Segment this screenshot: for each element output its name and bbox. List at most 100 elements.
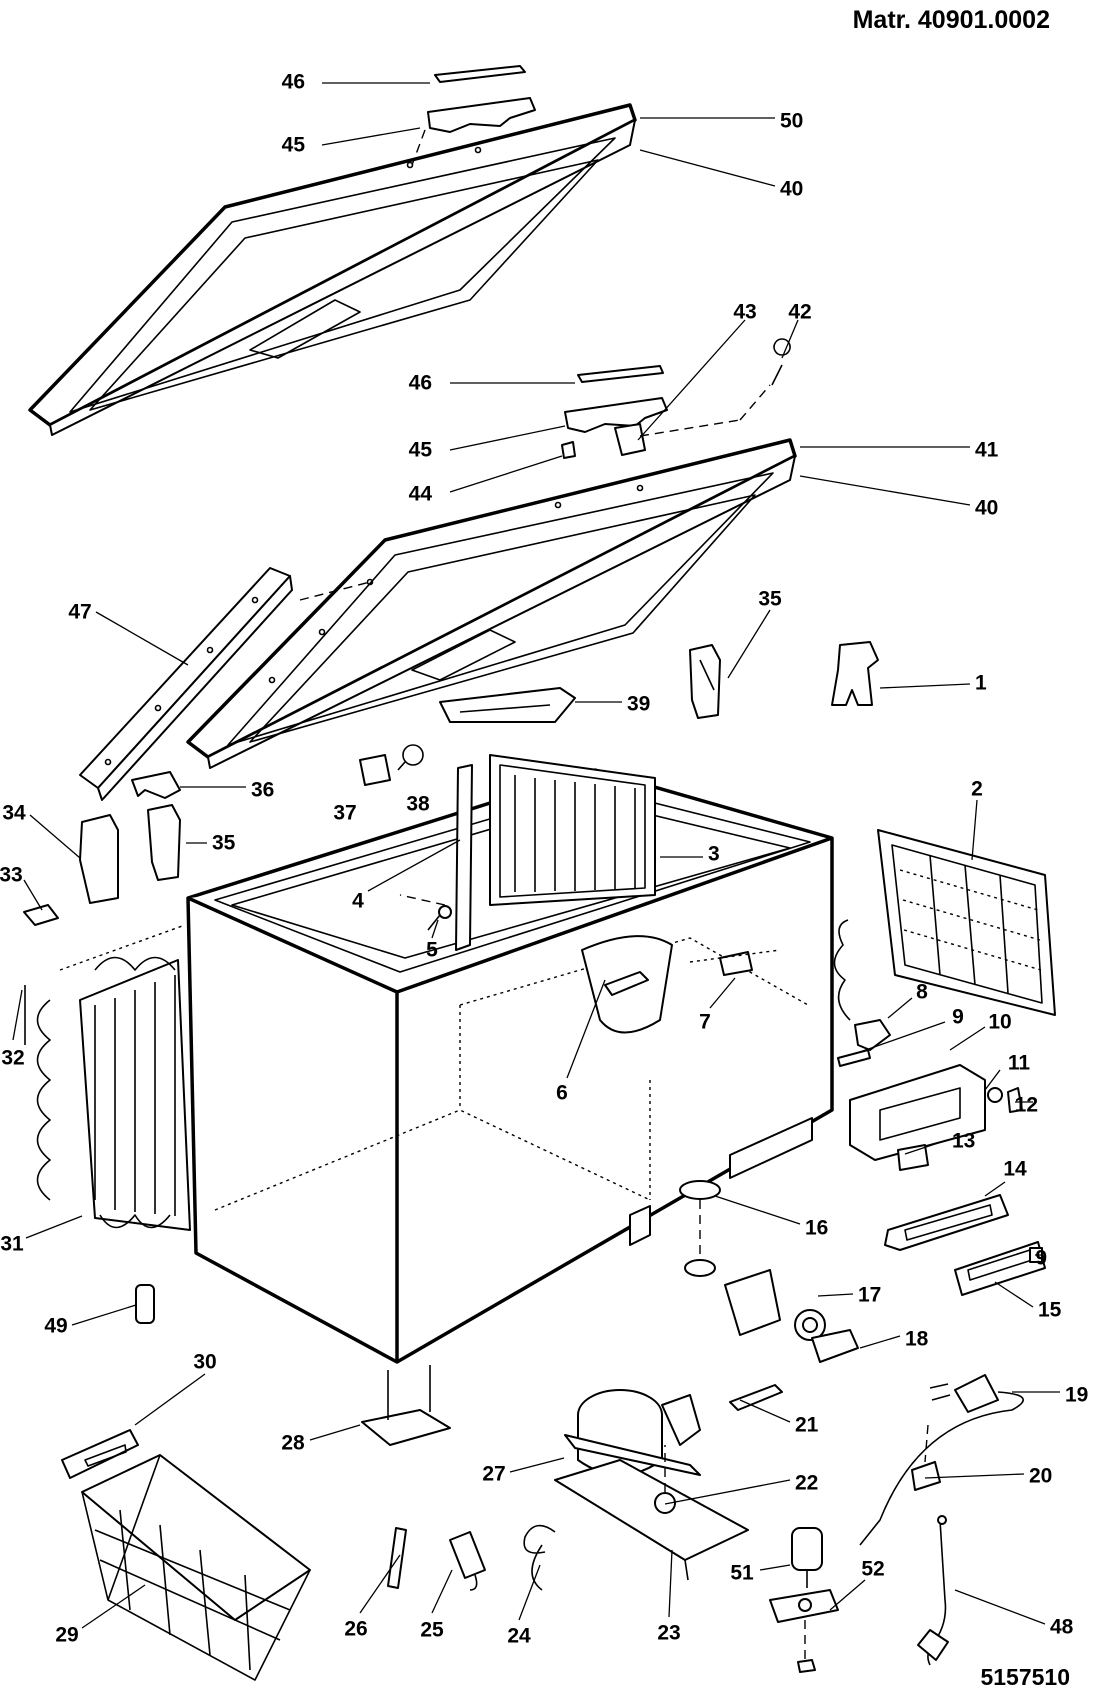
leader-line xyxy=(359,1554,401,1614)
upper-lid xyxy=(28,103,637,436)
part-callout: 39 xyxy=(627,693,650,716)
part-callout: 16 xyxy=(805,1217,828,1240)
part-callout: 46 xyxy=(409,372,432,395)
leader-line xyxy=(817,1293,854,1297)
part-callout: 11 xyxy=(1008,1052,1031,1075)
leader-line xyxy=(518,1564,541,1621)
leader-line xyxy=(984,1069,1001,1091)
leader-line xyxy=(759,1564,791,1571)
leader-line xyxy=(727,609,771,679)
leader-line xyxy=(924,1473,1025,1479)
leader-line xyxy=(449,425,566,451)
thermostat-cover xyxy=(439,687,576,723)
part-callout: 6 xyxy=(556,1082,568,1105)
part-callout: 29 xyxy=(55,1624,78,1647)
hinge-bracket-left xyxy=(147,804,181,881)
part-callout: 40 xyxy=(975,497,998,520)
hinge-strip xyxy=(79,567,371,801)
thermostat-25 xyxy=(449,1531,486,1591)
leader-line xyxy=(714,1195,801,1225)
part-callout: 28 xyxy=(281,1432,305,1455)
pin-26 xyxy=(387,1527,407,1589)
leader-line xyxy=(431,1569,453,1614)
part-callout: 47 xyxy=(68,601,91,624)
part-callout: 9 xyxy=(952,1006,964,1029)
leader-line xyxy=(859,1335,901,1349)
part-callout: 26 xyxy=(344,1618,367,1641)
leader-line xyxy=(431,919,439,939)
part-callout: 49 xyxy=(44,1315,67,1338)
part-callout: 20 xyxy=(1029,1465,1052,1488)
part-callout: 7 xyxy=(699,1011,711,1034)
leader-line xyxy=(799,475,971,506)
relay-18 xyxy=(811,1329,859,1363)
leader-line xyxy=(95,611,189,666)
leader-line xyxy=(12,989,23,1041)
screw-5 xyxy=(399,894,452,931)
spring-24 xyxy=(523,1524,556,1591)
leader-line xyxy=(859,1021,946,1053)
part-callout: 50 xyxy=(780,110,803,133)
part-callout: 21 xyxy=(795,1414,819,1437)
part-callout: 10 xyxy=(988,1011,1011,1034)
compressor-27 xyxy=(564,1389,701,1476)
part-callout: 35 xyxy=(212,832,236,855)
dryer-51 xyxy=(769,1527,839,1673)
leader-line xyxy=(25,1215,83,1239)
bracket-34 xyxy=(79,814,119,904)
base-plate-23 xyxy=(554,1445,749,1581)
leader-line xyxy=(23,879,43,911)
part-callout: 34 xyxy=(2,802,26,825)
condenser-coil xyxy=(24,924,191,1231)
part-callout: 17 xyxy=(858,1284,881,1307)
leader-line xyxy=(709,977,736,1009)
part-callout: 51 xyxy=(730,1562,754,1585)
leader-line xyxy=(566,979,606,1079)
leader-line xyxy=(971,799,978,861)
part-callout: 4 xyxy=(352,890,364,913)
part-callout: 37 xyxy=(333,802,356,825)
lid-handle-upper xyxy=(411,65,536,166)
clamp-21 xyxy=(729,1384,783,1411)
part-callout: 32 xyxy=(1,1047,24,1070)
leader-line xyxy=(509,1457,565,1473)
part-callout: 19 xyxy=(1065,1384,1088,1407)
part-callout: 41 xyxy=(975,439,999,462)
part-callout: 31 xyxy=(0,1233,24,1256)
lid-handle-lower xyxy=(561,338,791,459)
part-callout: 36 xyxy=(251,779,274,802)
leader-line xyxy=(984,1181,1006,1197)
part-callout: 1 xyxy=(975,672,987,695)
part-callout: 42 xyxy=(788,301,811,324)
part-callout: 2 xyxy=(971,778,983,801)
leader-line xyxy=(887,997,913,1019)
hinge-bracket-right xyxy=(689,644,721,719)
leader-line xyxy=(637,319,746,441)
leader-line xyxy=(309,1424,361,1441)
leader-line xyxy=(949,1026,986,1051)
part-callout: 38 xyxy=(406,793,430,816)
part-callout: 33 xyxy=(0,864,23,887)
capacitor-49 xyxy=(135,1284,155,1324)
part-callout: 43 xyxy=(733,301,756,324)
lamp-holder-37 xyxy=(359,744,424,786)
material-number: Matr. 40901.0002 xyxy=(852,6,1050,34)
leader-line xyxy=(367,839,461,892)
part-callout: 45 xyxy=(282,134,306,157)
part-callout: 18 xyxy=(905,1328,929,1351)
part-callout: 22 xyxy=(795,1472,818,1495)
basket-30 xyxy=(61,1429,139,1479)
part-callout: 23 xyxy=(657,1622,680,1645)
rear-grille xyxy=(877,829,1056,1016)
leader-line xyxy=(904,1139,948,1155)
part-callout: 8 xyxy=(916,981,928,1004)
leader-line xyxy=(668,1549,673,1618)
cabinet xyxy=(186,768,834,1364)
part-callout: 12 xyxy=(1015,1094,1038,1117)
part-callout: 9 xyxy=(1035,1247,1047,1270)
leader-line xyxy=(639,149,776,187)
part-callout: 15 xyxy=(1038,1299,1062,1322)
power-cord-19 xyxy=(859,1374,1024,1546)
leader-line xyxy=(321,127,421,146)
